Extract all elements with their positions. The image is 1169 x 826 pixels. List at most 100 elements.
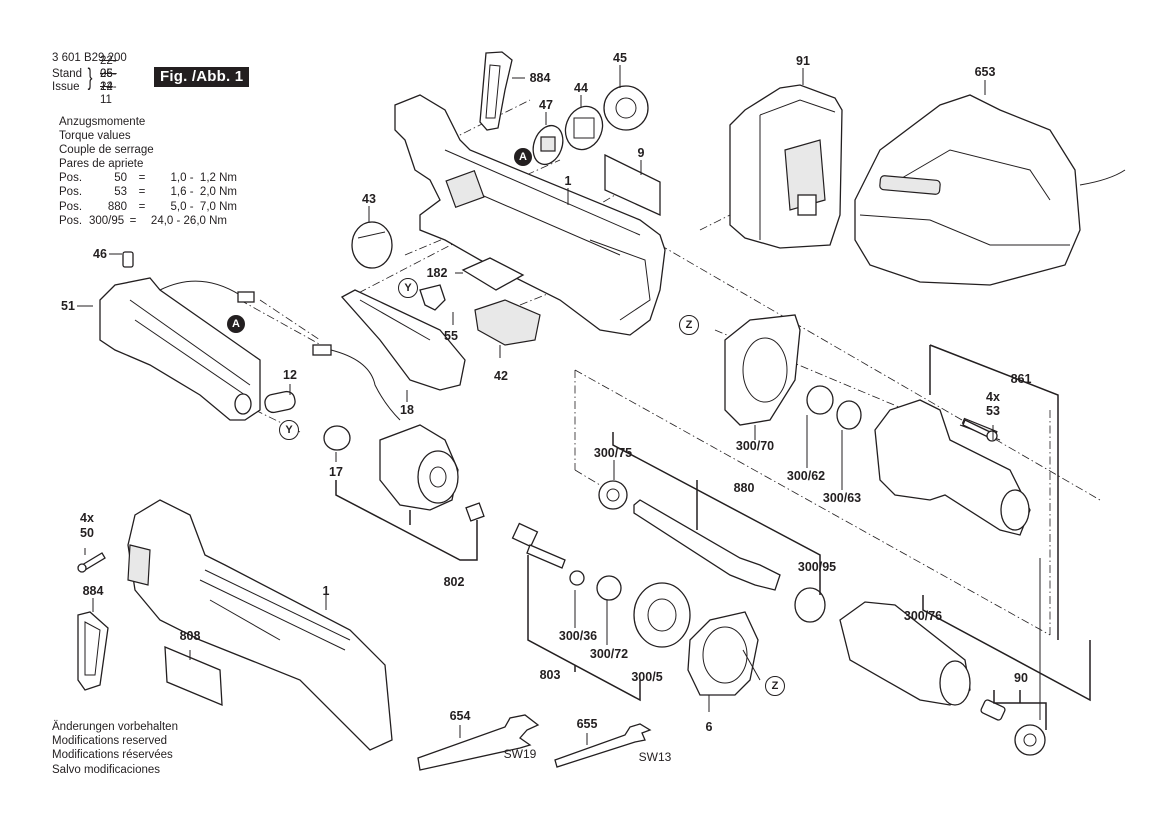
- charger: [854, 94, 1126, 286]
- part-label-55: 55: [444, 329, 458, 343]
- notice-es: Salvo modificaciones: [52, 763, 161, 776]
- part-label-802: 802: [443, 575, 465, 589]
- torque-row: Pos. 53 = 1,6 - 2,0 Nm: [59, 185, 237, 199]
- part-label-53-qty: 4x: [986, 390, 1000, 404]
- torque-title-en: Torque values: [59, 130, 131, 143]
- collet-and-nut: [980, 699, 1046, 756]
- part-label-300-63: 300/63: [822, 491, 862, 505]
- part-label-45: 45: [613, 51, 627, 65]
- part-label-44: 44: [574, 81, 588, 95]
- callout-y-icon: Y: [398, 278, 418, 298]
- part-label-47: 47: [539, 98, 553, 112]
- switch-module: [99, 251, 261, 421]
- part-label-300-95: 300/95: [797, 560, 837, 574]
- callout-z-icon: Z: [679, 315, 699, 335]
- trigger-components: [340, 257, 541, 391]
- part-label-808: 808: [179, 629, 201, 643]
- switch-components: [532, 85, 649, 166]
- stand-label: Stand: [52, 68, 83, 80]
- group-brackets: [335, 344, 1091, 730]
- torque-pos-label: Pos.: [59, 200, 83, 213]
- vent-cover-884-top: [479, 51, 513, 131]
- part-label-50-qty: 4x: [80, 511, 94, 525]
- part-label-17: 17: [329, 465, 343, 479]
- torque-pos-label: Pos.: [59, 172, 83, 185]
- torque-range: 1,6 - 2,0 Nm: [170, 186, 237, 199]
- torque-row: Pos. 50 = 1,0 - 1,2 Nm: [59, 171, 237, 185]
- callout-y-icon: Y: [279, 420, 299, 440]
- wrench-sw19: [417, 714, 540, 771]
- part-label-50: 50: [80, 526, 94, 540]
- end-cap-43: [351, 221, 393, 269]
- part-label-182: 182: [426, 266, 448, 280]
- torque-eq: =: [138, 200, 146, 213]
- battery-pack: [729, 84, 843, 249]
- figure-badge: Fig. /Abb. 1: [154, 67, 250, 87]
- part-label-12: 12: [283, 368, 297, 382]
- torque-pos-label: Pos.: [59, 214, 83, 227]
- part-label-655: 655: [576, 717, 598, 731]
- part-label-9: 9: [637, 146, 645, 160]
- part-label-300-70: 300/70: [735, 439, 775, 453]
- part-label-861: 861: [1010, 372, 1032, 386]
- housing-top-part: [394, 94, 666, 336]
- motor-assembly: [323, 424, 485, 522]
- part-label-884: 884: [529, 71, 551, 85]
- callout-a-icon: A: [227, 315, 245, 333]
- part-label-1: 1: [564, 174, 572, 188]
- torque-pos: 880: [107, 200, 127, 213]
- document-number: 3 601 B29 200: [52, 52, 127, 64]
- vent-cover-884-bottom: [77, 611, 109, 691]
- part-label-653: 653: [974, 65, 996, 79]
- gear-housing-flange: [724, 314, 862, 430]
- torque-pos: 53: [114, 186, 127, 199]
- torque-title-es: Pares de apriete: [59, 158, 144, 171]
- torque-title-fr: Couple de serrage: [59, 144, 154, 157]
- wrench-sw13: [554, 723, 652, 768]
- part-label-42: 42: [494, 369, 508, 383]
- part-label-300-76: 300/76: [903, 609, 943, 623]
- notice-fr: Modifications réservées: [52, 749, 173, 762]
- torque-row: Pos. 300/95 = 24,0 - 26,0 Nm: [59, 214, 237, 228]
- sleeve-300-76: [839, 601, 971, 706]
- part-label-884-bottom: 884: [82, 584, 104, 598]
- wrench-size-sw13: SW13: [638, 750, 672, 764]
- torque-values-table: Anzugsmomente Torque values Couple de se…: [59, 115, 237, 228]
- modifications-notice: Änderungen vorbehalten Modifications res…: [52, 720, 178, 777]
- torque-range: 1,0 - 1,2 Nm: [170, 172, 237, 185]
- screw-53: [962, 419, 998, 442]
- spindle-head: [874, 399, 1031, 536]
- part-label-51: 51: [61, 299, 75, 313]
- callout-z-icon: Z: [765, 676, 785, 696]
- torque-pos-label: Pos.: [59, 186, 83, 199]
- label-sticker-9: [604, 153, 661, 217]
- part-label-43: 43: [362, 192, 376, 206]
- torque-range: 5,0 - 7,0 Nm: [170, 200, 237, 213]
- torque-eq: =: [129, 214, 137, 227]
- revision-block: Stand 22-06-24 Issue 25-12-11 }: [52, 55, 117, 106]
- part-label-803: 803: [539, 668, 561, 682]
- cable-connector: [312, 344, 401, 421]
- part-label-91: 91: [796, 54, 810, 68]
- part-label-46: 46: [93, 247, 107, 261]
- part-label-90: 90: [1014, 671, 1028, 685]
- torque-pos: 50: [114, 172, 127, 185]
- callout-a-icon: A: [514, 148, 532, 166]
- leader-lines: [77, 65, 1041, 745]
- protection-guard: [687, 611, 759, 696]
- screw-50: [77, 552, 106, 573]
- issue-label: Issue: [52, 81, 80, 93]
- torque-row: Pos. 880 = 5,0 - 7,0 Nm: [59, 200, 237, 214]
- issue-date: 25-12-11: [100, 68, 117, 106]
- part-label-6: 6: [705, 720, 713, 734]
- gear-spindle-assembly: [511, 522, 691, 648]
- notice-de: Änderungen vorbehalten: [52, 721, 178, 733]
- part-label-880: 880: [733, 481, 755, 495]
- label-sticker-808: [164, 645, 223, 707]
- torque-range: 24,0 - 26,0 Nm: [150, 214, 227, 227]
- torque-eq: =: [138, 172, 146, 185]
- torque-pos: 300/95: [89, 214, 125, 227]
- torque-title-de: Anzugsmomente: [59, 116, 146, 128]
- part-label-300-62: 300/62: [786, 469, 826, 483]
- stand-old-date: 22-06-24: [100, 55, 117, 93]
